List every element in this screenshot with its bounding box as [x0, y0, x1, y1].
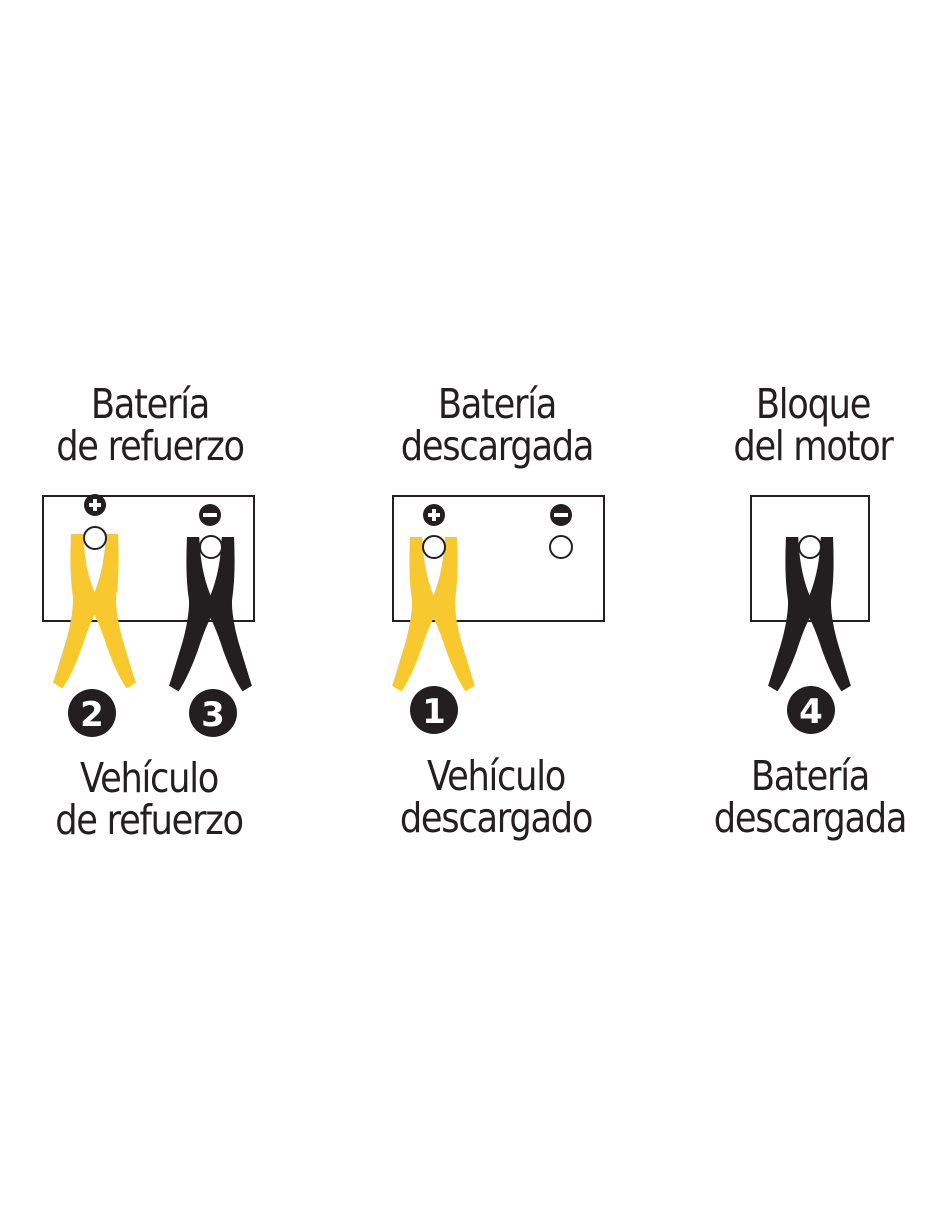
black-clamp-icon	[169, 537, 252, 692]
booster-battery-body	[42, 495, 255, 622]
step-1-number: 1	[422, 692, 446, 732]
step-3-badge	[189, 689, 237, 737]
booster-battery-title: Batería de refuerzo	[56, 380, 245, 470]
yellow-clamp-icon	[53, 534, 136, 689]
discharged-battery: 1	[392, 495, 605, 734]
negative-terminal-post	[549, 535, 573, 559]
negative-terminal-post	[199, 535, 223, 559]
discharged-battery-body	[392, 495, 605, 622]
engine-ground-point	[798, 535, 822, 559]
positive-terminal-post	[83, 526, 107, 550]
positive-terminal-icon	[84, 494, 106, 516]
discharged-battery-title: Batería descargada	[400, 380, 595, 470]
engine-block: 4	[750, 495, 870, 734]
engine-block-body	[750, 495, 870, 622]
yellow-clamp-icon	[392, 537, 475, 692]
negative-terminal-icon	[550, 504, 572, 526]
negative-terminal-icon	[199, 504, 221, 526]
step-4-number: 4	[799, 692, 823, 732]
step-2-badge	[68, 689, 116, 737]
booster-battery: 2 3	[42, 494, 255, 737]
discharged-vehicle-label: Vehículo descargado	[399, 752, 594, 842]
engine-block-title: Bloque del motor	[733, 380, 894, 470]
step-3-number: 3	[201, 695, 225, 735]
positive-terminal-post	[422, 535, 446, 559]
step-4-badge	[787, 686, 835, 734]
step-1-badge	[410, 686, 458, 734]
step-2-number: 2	[80, 695, 104, 735]
positive-terminal-icon	[423, 504, 445, 526]
booster-vehicle-label: Vehículo de refuerzo	[55, 754, 244, 844]
black-clamp-icon	[768, 537, 851, 692]
discharged-battery-label: Batería descargada	[713, 752, 908, 842]
